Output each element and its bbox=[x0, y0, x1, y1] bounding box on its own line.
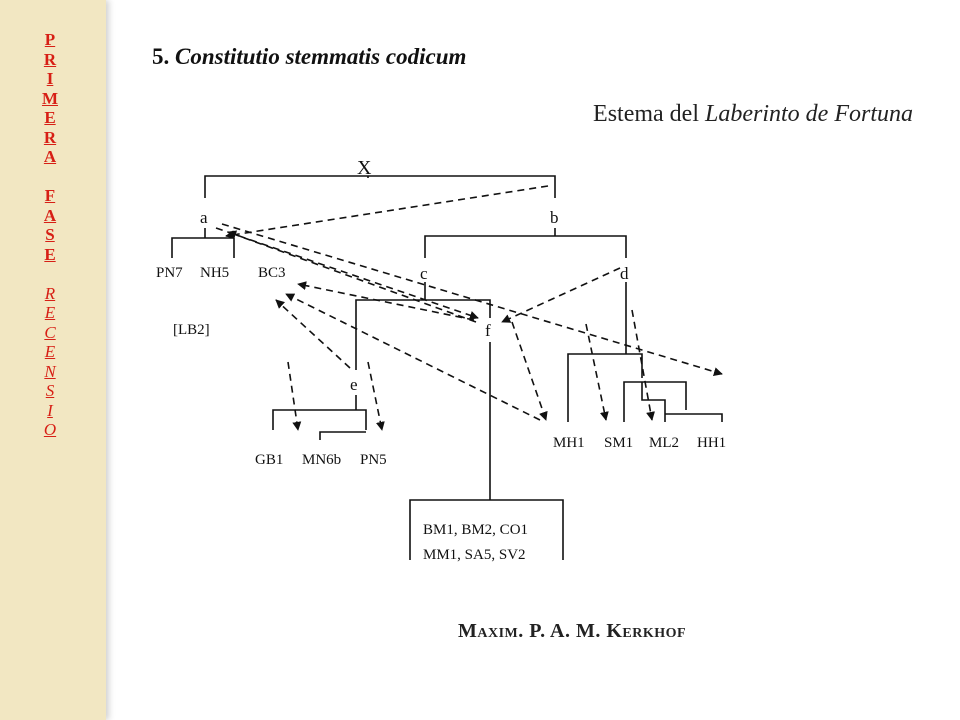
edge-f-group bbox=[409, 342, 564, 560]
sidebar-letter: S bbox=[45, 381, 55, 400]
slide-title: 5. Constitutio stemmatis codicum bbox=[152, 44, 466, 70]
arrow-to-mh1 bbox=[511, 321, 548, 421]
arrow-d-f bbox=[501, 267, 621, 323]
node-gb1: GB1 bbox=[255, 452, 283, 468]
arrow-f-a bbox=[227, 230, 477, 323]
arrow-to-pn5 bbox=[367, 361, 385, 431]
sidebar-letter: F bbox=[44, 186, 56, 205]
sidebar-letter: R bbox=[44, 283, 56, 303]
node-x: X bbox=[357, 157, 372, 179]
node-pn7: PN7 bbox=[156, 265, 183, 281]
node-lb2: [LB2] bbox=[173, 322, 210, 338]
sidebar-letter: A bbox=[43, 147, 57, 166]
node-mn6b: MN6b bbox=[302, 452, 341, 468]
node-c: c bbox=[420, 264, 428, 283]
sidebar-letter: R bbox=[43, 49, 57, 69]
stemma-tree-lines bbox=[171, 175, 723, 560]
author-credit: Maxim. P. A. M. Kerkhof bbox=[458, 620, 687, 642]
sidebar-letter: E bbox=[44, 108, 56, 127]
edge-d-children bbox=[567, 282, 723, 422]
node-hh1: HH1 bbox=[697, 435, 726, 451]
node-e: e bbox=[350, 375, 358, 394]
node-bc3: BC3 bbox=[258, 265, 286, 281]
node-pn5: PN5 bbox=[360, 452, 387, 468]
arrow-a-hh1 bbox=[221, 223, 723, 376]
sidebar-letter: I bbox=[46, 69, 54, 88]
arrow-b-a bbox=[225, 185, 549, 240]
node-mh1: MH1 bbox=[553, 435, 585, 451]
title-text: Constitutio stemmatis codicum bbox=[175, 44, 467, 69]
arrow-to-gb1 bbox=[287, 361, 302, 431]
node-nh5: NH5 bbox=[200, 265, 229, 281]
sidebar-letter: I bbox=[47, 400, 53, 420]
stemma-labels: X a b c d e f PN7 NH5 BC3 [LB2] GB1 MN6b… bbox=[156, 157, 726, 563]
stemma-contamination-arrows bbox=[215, 185, 723, 431]
sidebar-letter: N bbox=[44, 361, 56, 381]
edge-a-children bbox=[171, 228, 235, 258]
sidebar-letter: C bbox=[44, 322, 56, 342]
edge-x-a-b bbox=[204, 175, 556, 198]
arrow-a-f bbox=[215, 227, 479, 320]
subtitle-work-title: Laberinto de Fortuna bbox=[705, 101, 913, 127]
sidebar-letter: O bbox=[43, 420, 57, 439]
edge-e-children bbox=[272, 395, 367, 440]
diagram-subtitle: Estema del Laberinto de Fortuna bbox=[593, 101, 913, 128]
edge-b-children bbox=[424, 228, 627, 258]
sidebar-letter: E bbox=[44, 303, 56, 322]
sidebar-letter: E bbox=[44, 342, 56, 361]
sidebar-letter: E bbox=[44, 244, 56, 264]
arrow-to-sm1 bbox=[585, 323, 609, 421]
arrow-mh1-bc3 bbox=[285, 293, 541, 421]
sidebar-letter: R bbox=[43, 127, 57, 147]
group-box-line-2: MM1, SA5, SV2 bbox=[423, 547, 526, 563]
edge-c-f bbox=[355, 282, 491, 370]
sidebar-letter: A bbox=[43, 205, 57, 225]
title-number: 5. bbox=[152, 44, 170, 69]
arrow-f-bc3 bbox=[297, 281, 475, 321]
node-a: a bbox=[200, 208, 208, 227]
node-sm1: SM1 bbox=[604, 435, 633, 451]
node-d: d bbox=[620, 264, 629, 283]
node-f: f bbox=[485, 321, 491, 340]
arrow-e-bc3 bbox=[275, 299, 351, 369]
sidebar-letter: S bbox=[45, 225, 55, 244]
sidebar-letter: M bbox=[41, 88, 59, 108]
group-box-line-1: BM1, BM2, CO1 bbox=[423, 522, 528, 538]
node-b: b bbox=[550, 208, 559, 227]
subtitle-prefix: Estema del bbox=[593, 101, 705, 127]
arrow-to-ml2 bbox=[631, 309, 655, 421]
node-ml2: ML2 bbox=[649, 435, 679, 451]
sidebar-letter: P bbox=[44, 30, 56, 49]
